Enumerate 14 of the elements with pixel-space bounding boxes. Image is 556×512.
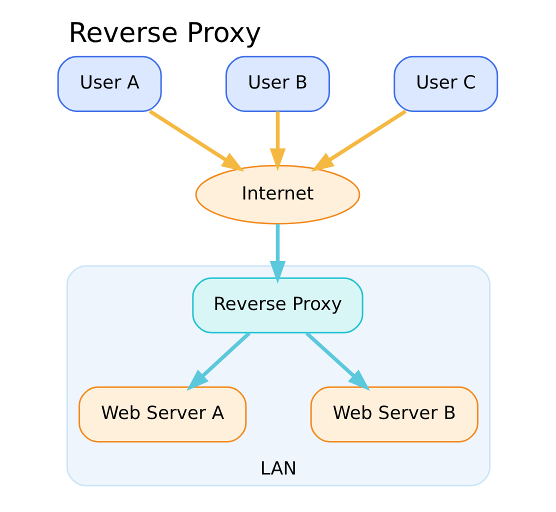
node-box: User C bbox=[393, 56, 498, 112]
arrow bbox=[304, 332, 370, 391]
node-ellipse: Internet bbox=[194, 164, 360, 224]
arrow bbox=[269, 224, 286, 284]
arrow bbox=[148, 110, 244, 172]
arrow bbox=[186, 332, 250, 391]
node-box: User B bbox=[224, 56, 330, 112]
arrow bbox=[310, 110, 406, 172]
arrow bbox=[269, 112, 286, 172]
node-box: Reverse Proxy bbox=[192, 277, 363, 334]
node-box: User A bbox=[56, 56, 162, 112]
diagram-title: Reverse Proxy bbox=[68, 18, 261, 50]
node-box: Web Server B bbox=[310, 386, 478, 442]
node-box: Web Server A bbox=[78, 386, 246, 442]
